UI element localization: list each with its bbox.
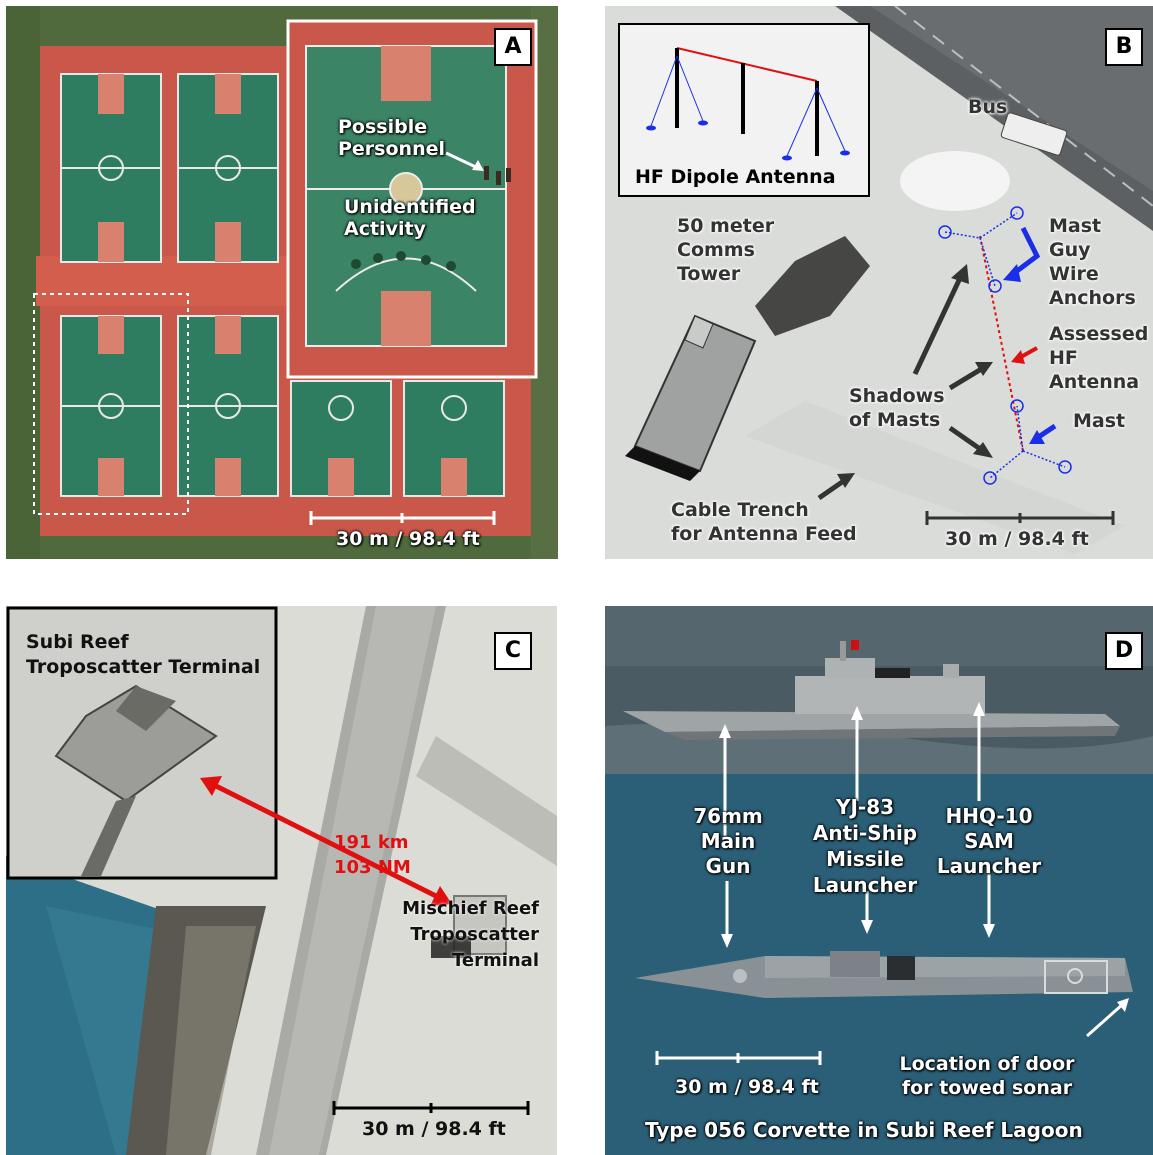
comms-tower-line-1: 50 meter (677, 215, 775, 237)
panel-b-hf-antenna: B HF Dipole Antenna Bus 50 meter Comms T… (605, 6, 1153, 559)
troposcatter-satellite-image (6, 606, 557, 1155)
scale-label-b: 30 m / 98.4 ft (945, 528, 1089, 550)
possible-personnel-line-2: Personnel (338, 138, 445, 160)
guy-wire-anchors-label: Mast Guy Wire Anchors (1049, 214, 1136, 310)
main-gun-line-3: Gun (705, 854, 751, 878)
sam-launcher-label: HHQ-10 SAM Launcher (929, 804, 1049, 879)
comms-tower-line-3: Tower (677, 263, 741, 285)
cable-trench-line-1: Cable Trench (671, 499, 809, 521)
cable-trench-label: Cable Trench for Antenna Feed (671, 498, 857, 546)
mischief-reef-line-2: Troposcatter (410, 924, 539, 945)
subi-reef-terminal-label: Subi Reef Troposcatter Terminal (26, 630, 260, 680)
unidentified-activity-line-2: Activity (344, 218, 426, 240)
unidentified-activity-line-1: Unidentified (344, 196, 476, 218)
mischief-reef-line-3: Terminal (451, 950, 539, 971)
cable-trench-line-2: for Antenna Feed (671, 523, 857, 545)
sam-line-3: Launcher (936, 854, 1042, 878)
scale-label-c: 30 m / 98.4 ft (362, 1118, 506, 1140)
bus-label: Bus (968, 96, 1008, 118)
guy-wire-line-2: Guy (1049, 239, 1091, 261)
sam-line-1: HHQ-10 (945, 804, 1033, 828)
missile-line-1: YJ-83 (835, 795, 895, 819)
comms-tower-label: 50 meter Comms Tower (677, 214, 774, 286)
scale-label-d: 30 m / 98.4 ft (675, 1076, 819, 1098)
sam-line-2: SAM (964, 829, 1014, 853)
panel-letter-a: A (494, 28, 532, 66)
corvette-images (605, 606, 1153, 1155)
assessed-hf-antenna-label: Assessed HF Antenna (1049, 322, 1148, 394)
scale-label-a: 30 m / 98.4 ft (336, 528, 480, 550)
panel-letter-c: C (494, 632, 532, 670)
missile-line-2: Anti-Ship (812, 821, 918, 845)
courts-satellite-image (6, 6, 558, 559)
antenna-site-satellite-image (605, 6, 1153, 559)
subi-reef-line-2: Troposcatter Terminal (26, 656, 261, 678)
comms-tower-line-2: Comms (677, 239, 755, 261)
shadows-line-1: Shadows (849, 385, 945, 407)
guy-wire-line-3: Wire (1049, 263, 1099, 285)
anti-ship-missile-label: YJ-83 Anti-Ship Missile Launcher (801, 794, 929, 898)
possible-personnel-line-1: Possible (338, 116, 428, 138)
corvette-caption: Type 056 Corvette in Subi Reef Lagoon (645, 1118, 1083, 1142)
sonar-line-1: Location of door (899, 1053, 1075, 1075)
missile-line-4: Launcher (812, 873, 918, 897)
panel-letter-d: D (1105, 632, 1143, 670)
shadows-of-masts-label: Shadows of Masts (849, 384, 945, 432)
main-gun-label: 76mm Main Gun (683, 804, 773, 879)
panel-c-troposcatter: C Subi Reef Troposcatter Terminal 191 km… (6, 606, 557, 1155)
distance-km: 191 km (334, 832, 409, 853)
subi-reef-line-1: Subi Reef (26, 631, 129, 653)
sonar-line-2: for towed sonar (901, 1077, 1073, 1099)
hf-dipole-title: HF Dipole Antenna (635, 166, 836, 188)
mischief-reef-terminal-label: Mischief Reef Troposcatter Terminal (402, 896, 539, 974)
mast-label: Mast (1073, 410, 1126, 432)
towed-sonar-door-label: Location of door for towed sonar (887, 1052, 1087, 1100)
main-gun-line-2: Main (700, 829, 756, 853)
hf-antenna-line-1: Assessed (1049, 323, 1149, 345)
hf-antenna-line-3: Antenna (1049, 371, 1140, 393)
hf-antenna-line-2: HF (1049, 347, 1078, 369)
missile-line-3: Missile (826, 847, 904, 871)
mischief-reef-line-1: Mischief Reef (402, 898, 539, 919)
guy-wire-line-4: Anchors (1049, 287, 1136, 309)
distance-nm: 103 NM (334, 857, 411, 878)
panel-letter-b: B (1105, 28, 1143, 66)
panel-d-corvette: D 76mm Main Gun YJ-83 Anti-Ship Missile … (605, 606, 1153, 1155)
main-gun-line-1: 76mm (693, 804, 763, 828)
panel-a-basketball-courts: A Possible Personnel Unidentified Activi… (6, 6, 558, 559)
shadows-line-2: of Masts (849, 409, 941, 431)
distance-label: 191 km 103 NM (334, 830, 411, 880)
possible-personnel-label: Possible Personnel (338, 116, 445, 160)
guy-wire-line-1: Mast (1049, 215, 1102, 237)
unidentified-activity-label: Unidentified Activity (344, 196, 476, 240)
